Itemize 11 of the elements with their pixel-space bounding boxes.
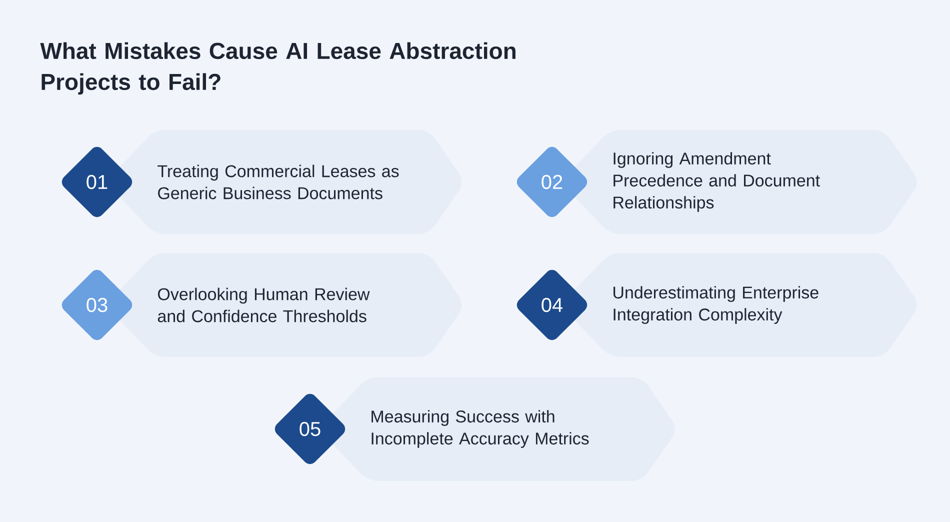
title: What Mistakes Cause AI Lease Abstraction Projects to Fail? [40,42,516,95]
node-label: 01 [86,174,108,190]
node-label: 04 [542,298,563,312]
node-label: 02 [542,174,562,190]
node-label: 05 [300,422,320,436]
list-item: 04 Underestimating Enterprise Integration Complexity [516,253,917,357]
list-item: 03 Overlooking Human Review and Confidence Thresholds [62,253,462,357]
list-item: 01 Treating Commercial Leases as Generic Business Documents [62,130,462,234]
list-item: 02 Ignoring Amendment Precedence and Document Relationships [516,130,917,234]
list-item: 05 Measuring Success with Incomplete Accuracy Metrics [274,377,675,481]
node-label: 03 [86,298,108,312]
